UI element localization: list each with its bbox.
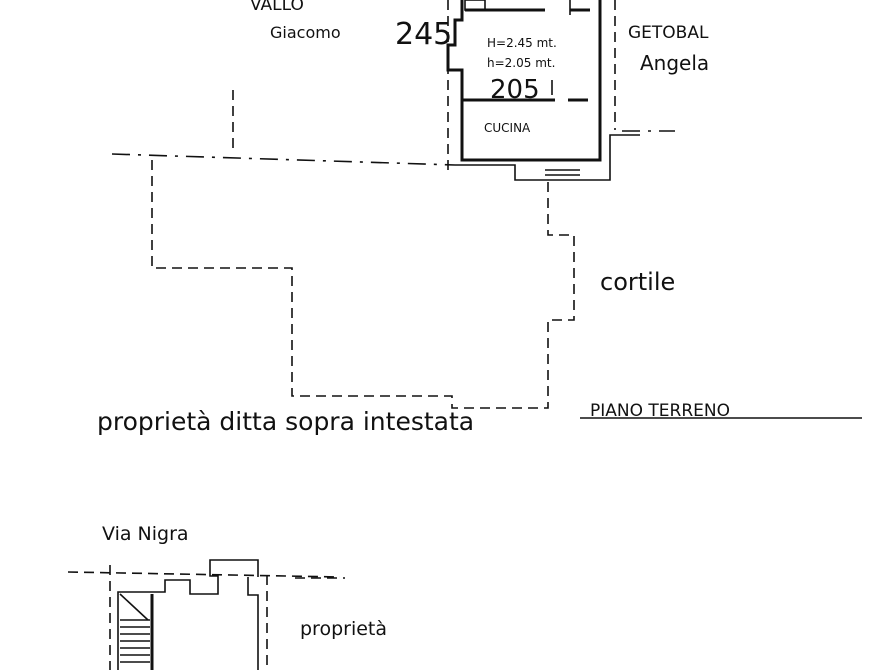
neighbor-left-surname: VALLO bbox=[250, 0, 304, 15]
neighbor-right-surname: GETOBAL bbox=[628, 23, 709, 43]
floor-title: PIANO TERRENO bbox=[590, 401, 730, 421]
street-label: Via Nigra bbox=[102, 523, 189, 545]
courtyard-label: cortile bbox=[600, 268, 675, 296]
building-outline bbox=[446, 0, 640, 181]
boundary-line-left bbox=[111, 153, 456, 166]
neighbor-left-name: Giacomo bbox=[270, 23, 341, 42]
neighbor-right-label-lower: proprietà bbox=[300, 618, 387, 640]
staircase-icon bbox=[119, 593, 150, 663]
courtyard-outline bbox=[151, 160, 575, 409]
neighbor-right-name: Angela bbox=[640, 51, 709, 75]
property-note: proprietà ditta sopra intestata bbox=[97, 407, 474, 436]
height-h: h=2.05 mt. bbox=[487, 56, 555, 70]
parcel-number-top: 245 bbox=[395, 17, 452, 52]
room-label: CUCINA bbox=[484, 121, 531, 135]
parcel-number-bottom: 205 bbox=[490, 75, 540, 105]
lower-building-outline bbox=[67, 559, 345, 670]
height-H: H=2.45 mt. bbox=[487, 36, 557, 50]
